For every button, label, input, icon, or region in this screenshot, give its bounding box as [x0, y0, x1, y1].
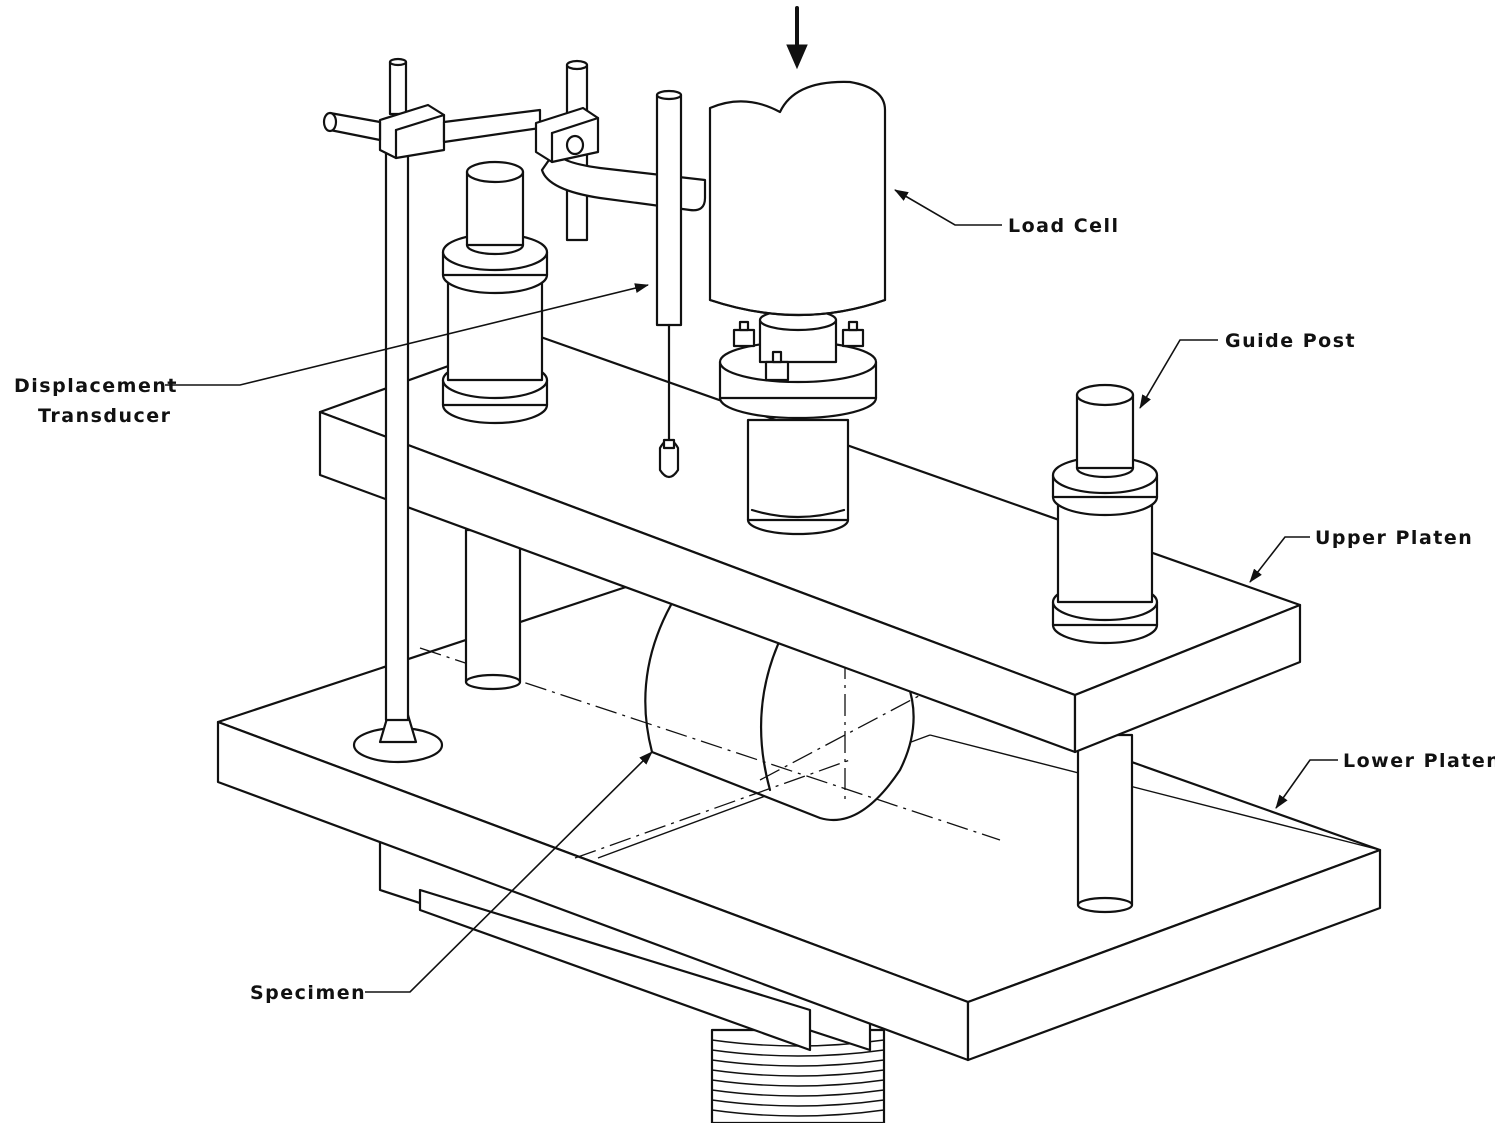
label-specimen: Specimen — [250, 982, 366, 1004]
guide-post-right — [1051, 383, 1159, 645]
label-upper-platen: Upper Platen — [1315, 527, 1473, 549]
label-load-cell: Load Cell — [1008, 215, 1120, 237]
load-cell-assembly — [708, 80, 887, 536]
stand-rod — [322, 57, 542, 764]
label-lower-platen: Lower Platen — [1343, 750, 1495, 772]
lower-guide-post-right — [1076, 733, 1134, 914]
label-displacement: Displacement — [14, 375, 178, 397]
lower-guide-post-left — [464, 528, 522, 691]
label-transducer: Transducer — [38, 405, 172, 427]
displacement-transducer — [655, 89, 683, 479]
label-guide-post: Guide Post — [1225, 330, 1356, 352]
guide-post-left — [441, 160, 549, 425]
flange-bolts — [732, 320, 865, 382]
leader-lines — [165, 189, 1338, 993]
load-arrow — [786, 6, 808, 70]
